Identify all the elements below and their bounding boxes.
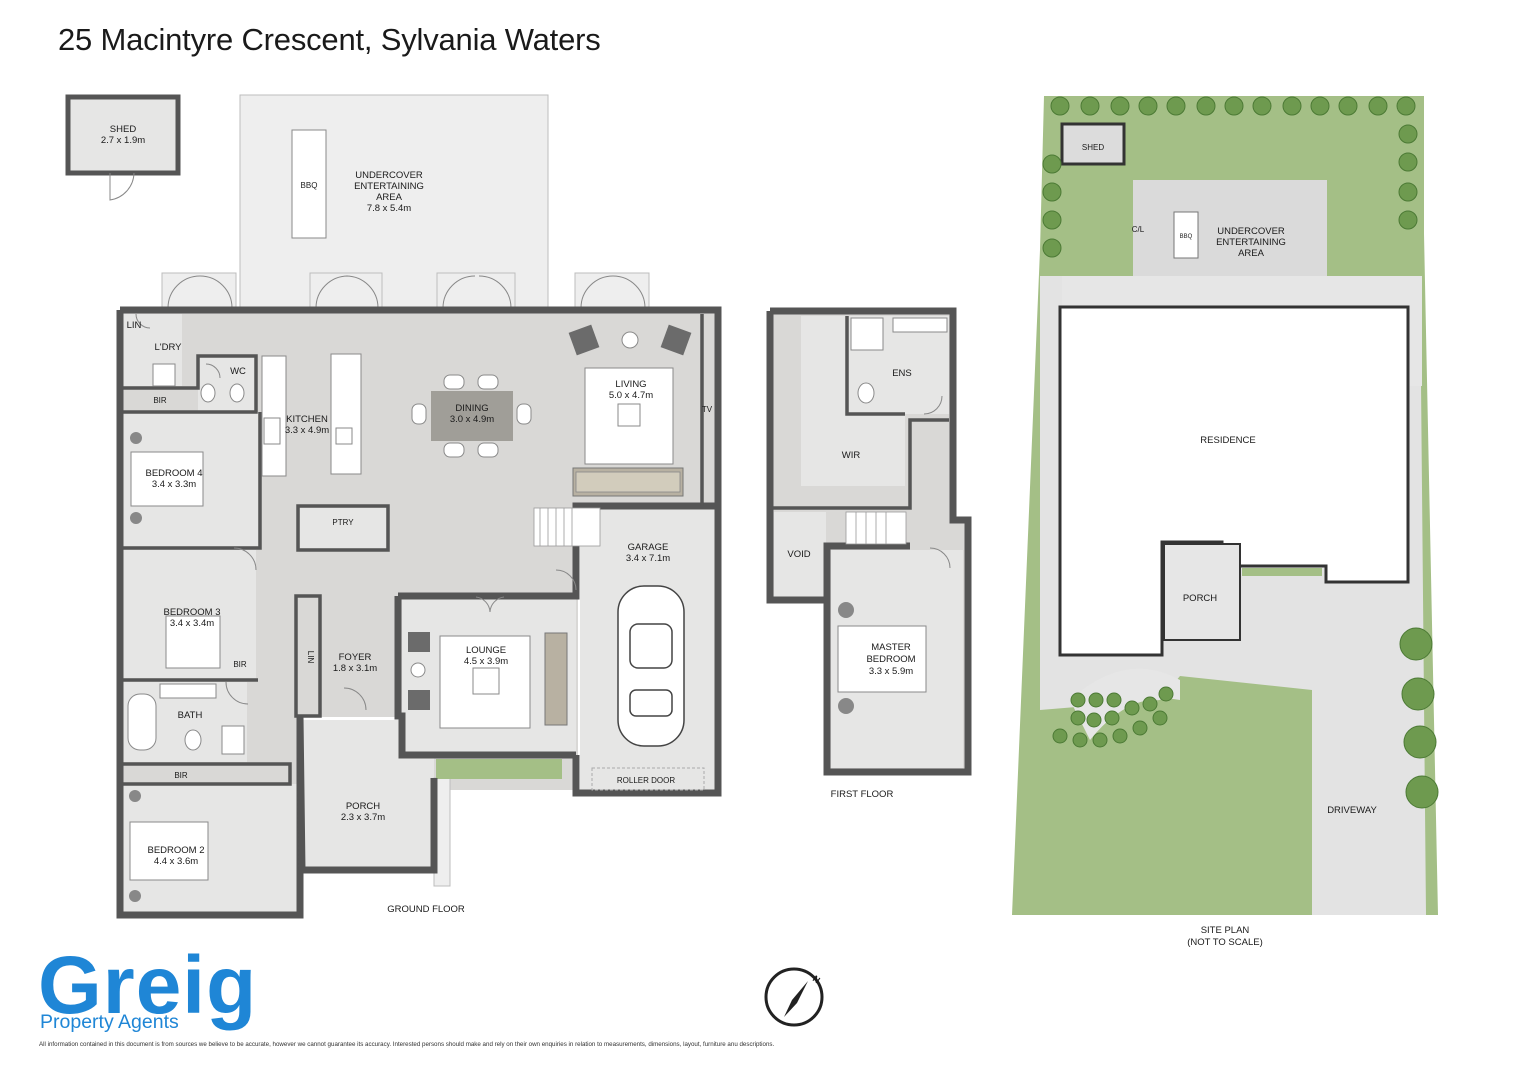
ens-label: ENS [892, 368, 912, 379]
dining-dims: 3.0 x 4.9m [450, 414, 494, 425]
bath-label: BATH [178, 710, 203, 721]
porch-dims: 2.3 x 3.7m [341, 812, 385, 823]
site-plan-sublabel: (NOT TO SCALE) [1187, 937, 1263, 948]
kitchen-dims: 3.3 x 4.9m [285, 425, 329, 436]
disclaimer-text: All information contained in this docume… [39, 1041, 775, 1048]
compass-icon: N [764, 967, 824, 1027]
bedroom4-dims: 3.4 x 3.3m [152, 479, 196, 490]
first-floor-plan: ENS WIR VOID MASTER BEDROOM 3.3 x 5.9m F… [766, 307, 972, 800]
shed-label: SHED [110, 124, 137, 135]
master-label-1: MASTER [871, 642, 911, 653]
shed-dims: 2.7 x 1.9m [101, 135, 145, 146]
garage-dims: 3.4 x 7.1m [626, 553, 670, 564]
kitchen-label: KITCHEN [286, 414, 328, 425]
garage-label: GARAGE [628, 542, 669, 553]
living-dims: 5.0 x 4.7m [609, 390, 653, 401]
bedroom3-dims: 3.4 x 3.4m [170, 618, 214, 629]
garden-strip [436, 759, 562, 779]
site-undercover-1: UNDERCOVER [1217, 226, 1285, 237]
lin-top-label: LIN [127, 320, 142, 331]
porch-room [302, 720, 434, 870]
bbq-unit [291, 129, 327, 239]
undercover-label-3: AREA [376, 192, 403, 203]
lounge-dims: 4.5 x 3.9m [464, 656, 508, 667]
living-label: LIVING [615, 379, 646, 390]
ptry-label: PTRY [332, 518, 354, 527]
compass-n: N [811, 973, 822, 985]
tv-label: TV [702, 405, 713, 414]
site-shed-label: SHED [1082, 143, 1104, 152]
pantry-room [300, 508, 386, 548]
brand-subtitle: Property Agents [40, 1011, 179, 1033]
lin-foyer-label: LIN [306, 651, 315, 664]
bedroom2-dims: 4.4 x 3.6m [154, 856, 198, 867]
dining-table [431, 391, 513, 441]
residence-label: RESIDENCE [1200, 435, 1255, 446]
porch-label: PORCH [346, 801, 380, 812]
undercover-label-2: ENTERTAINING [354, 181, 424, 192]
site-porch-label: PORCH [1183, 593, 1217, 604]
bbq-label: BBQ [301, 181, 318, 190]
car-icon [617, 585, 685, 747]
ldry-label: L'DRY [155, 342, 183, 353]
void-area [774, 512, 826, 598]
site-cl-label: C/L [1132, 225, 1145, 234]
ground-floor-plan: BBQ UNDERCOVER ENTERTAINING AREA 7.8 x 5… [116, 94, 722, 919]
wc-label: WC [230, 366, 246, 377]
site-undercover-3: AREA [1238, 248, 1265, 259]
foyer-label: FOYER [339, 652, 372, 663]
bedroom2-label: BEDROOM 2 [147, 845, 204, 856]
undercover-dims: 7.8 x 5.4m [367, 203, 411, 214]
foyer-dims: 1.8 x 3.1m [333, 663, 377, 674]
site-plan: SHED C/L BBQ UNDERCOVER ENTERTAINING ARE… [1012, 96, 1439, 948]
roller-door-label: ROLLER DOOR [617, 776, 675, 785]
bir-top-label: BIR [153, 396, 167, 405]
ground-floor-label: GROUND FLOOR [387, 904, 465, 915]
brand-name: Greig [38, 940, 258, 1031]
site-plan-label: SITE PLAN [1201, 925, 1250, 936]
master-dims: 3.3 x 5.9m [869, 666, 913, 677]
undercover-label-1: UNDERCOVER [355, 170, 423, 181]
master-label-2: BEDROOM [866, 654, 915, 665]
dining-label: DINING [455, 403, 488, 414]
site-bbq-label: BBQ [1180, 234, 1193, 240]
bedroom3-label: BEDROOM 3 [163, 607, 220, 618]
bedroom4-label: BEDROOM 4 [145, 468, 202, 479]
wir-label: WIR [842, 450, 861, 461]
lounge-label: LOUNGE [466, 645, 506, 656]
first-floor-label: FIRST FLOOR [831, 789, 894, 800]
bir-b2-label: BIR [174, 771, 188, 780]
bir-b3-label: BIR [233, 660, 247, 669]
page-title: 25 Macintyre Crescent, Sylvania Waters [58, 22, 601, 57]
shed-plan: SHED 2.7 x 1.9m [65, 94, 181, 201]
driveway-label: DRIVEWAY [1327, 805, 1377, 816]
brand-logo: Greig Property Agents [38, 945, 257, 1034]
void-label: VOID [787, 549, 810, 560]
site-undercover-2: ENTERTAINING [1216, 237, 1286, 248]
